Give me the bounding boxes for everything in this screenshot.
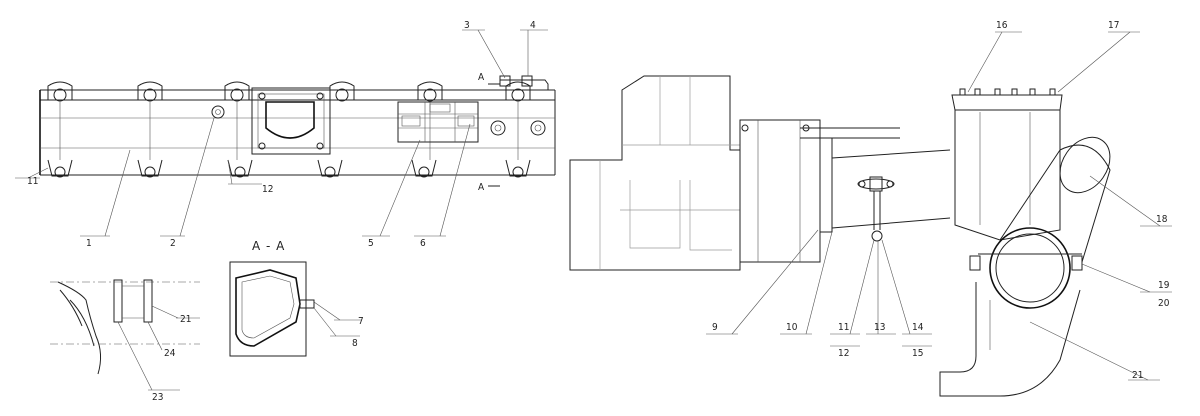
- callout-11-side: 11: [838, 322, 849, 333]
- callout-8: 8: [352, 338, 358, 349]
- callout-12-front: 12: [262, 184, 273, 195]
- side-view: [569, 75, 1111, 397]
- callout-5: 5: [368, 238, 374, 249]
- callout-9: 9: [712, 322, 718, 333]
- callout-3: 3: [464, 20, 470, 31]
- callout-6: 6: [420, 238, 426, 249]
- side-callouts: 16 17 18 19 20 21 9 10 11 12 13 14 15: [706, 20, 1172, 381]
- manifold-front-view: A A: [39, 72, 556, 193]
- callout-10: 10: [786, 322, 798, 333]
- callout-2: 2: [170, 238, 176, 249]
- callout-1: 1: [86, 238, 92, 249]
- section-a-a: A - A 7 8: [229, 239, 364, 357]
- callout-15: 15: [912, 348, 923, 359]
- detail-view: 21 24 23: [50, 279, 200, 403]
- front-callouts: 11 1 2 3 4 12 5 6: [15, 20, 548, 249]
- callout-23: 21: [180, 314, 191, 325]
- callout-19: 19: [1158, 280, 1170, 291]
- section-mark-bottom: A: [478, 182, 485, 193]
- section-title: A - A: [252, 239, 285, 253]
- callout-16: 16: [996, 20, 1008, 31]
- callout-11-front: 11: [27, 176, 38, 187]
- callout-17: 17: [1108, 20, 1119, 31]
- callout-18: 18: [1156, 214, 1168, 225]
- callout-13: 13: [874, 322, 885, 333]
- section-mark-top: A: [478, 72, 485, 83]
- turbo-bolts: [959, 88, 1056, 96]
- callout-25: 24: [164, 348, 176, 359]
- callout-12-side: 12: [838, 348, 849, 359]
- callout-7: 7: [358, 316, 364, 327]
- callout-21: 21: [1132, 370, 1143, 381]
- callout-24: 23: [152, 392, 163, 403]
- callout-20: 20: [1158, 298, 1170, 309]
- callout-14: 14: [912, 322, 924, 333]
- callout-4: 4: [530, 20, 536, 31]
